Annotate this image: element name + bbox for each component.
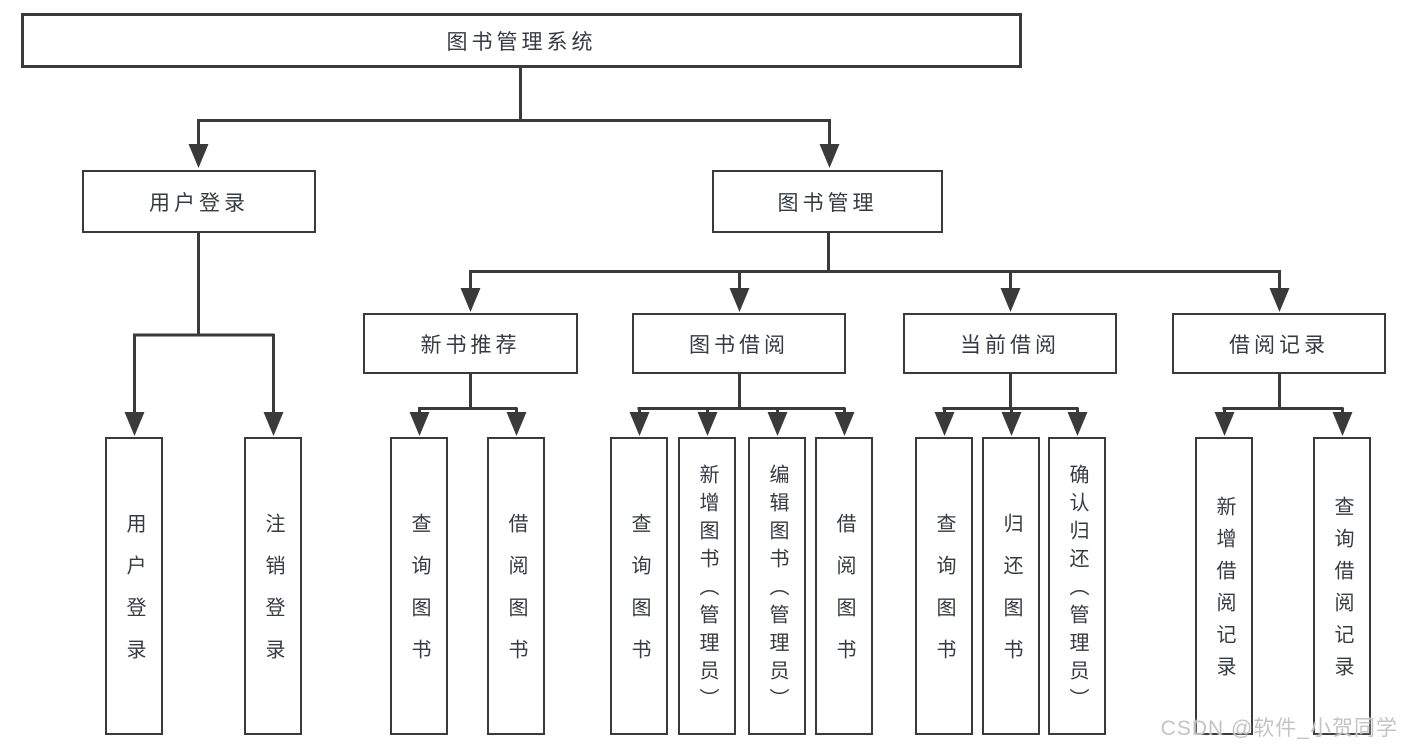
node-label: 确认归还（管理员）	[1066, 464, 1088, 716]
leaf-logout: 注销登录	[244, 437, 302, 735]
leaf-cb-confirm-return-admin: 确认归还（管理员）	[1048, 437, 1106, 735]
node-user-login: 用户登录	[82, 170, 316, 233]
node-label: 归还图书	[1000, 513, 1022, 681]
node-label: 查询借阅记录	[1331, 496, 1353, 688]
connector-borrowing-records-children	[1214, 374, 1353, 436]
leaf-nb-borrow-books: 借阅图书	[487, 437, 545, 735]
connector-new-book-children	[409, 374, 527, 436]
node-label: 当前借阅	[960, 333, 1060, 357]
leaf-br-add-record: 新增借阅记录	[1195, 437, 1253, 735]
node-label: 编辑图书（管理员）	[766, 464, 788, 716]
leaf-bb-edit-books-admin: 编辑图书（管理员）	[748, 437, 806, 735]
node-label: 查询图书	[628, 513, 650, 681]
connector-book-management-children	[460, 232, 1290, 312]
node-book-borrowing: 图书借阅	[632, 313, 846, 374]
node-new-book-recommend: 新书推荐	[363, 313, 578, 374]
leaf-cb-query-books: 查询图书	[915, 437, 973, 735]
leaf-nb-query-books: 查询图书	[390, 437, 448, 735]
leaf-user-login: 用户登录	[105, 437, 163, 735]
node-book-management: 图书管理	[712, 170, 943, 233]
node-label: 注销登录	[262, 513, 284, 681]
node-label: 借阅图书	[833, 513, 855, 681]
leaf-bb-borrow-books: 借阅图书	[815, 437, 873, 735]
leaf-br-query-record: 查询借阅记录	[1313, 437, 1371, 735]
node-library-management-system: 图书管理系统	[21, 13, 1022, 68]
leaf-bb-query-books: 查询图书	[610, 437, 668, 735]
node-label: 图书管理系统	[446, 30, 597, 54]
leaf-bb-add-books-admin: 新增图书（管理员）	[678, 437, 736, 735]
connector-book-borrowing-children	[629, 374, 855, 436]
node-label: 借阅记录	[1229, 333, 1329, 357]
connector-current-borrowing-children	[934, 374, 1088, 436]
node-label: 新增借阅记录	[1213, 496, 1235, 688]
node-label: 新书推荐	[420, 333, 521, 357]
node-label: 用户登录	[149, 191, 249, 215]
node-label: 新增图书（管理员）	[696, 464, 718, 716]
node-label: 查询图书	[408, 513, 430, 681]
connector-user-login-children	[124, 233, 284, 436]
node-label: 借阅图书	[505, 513, 527, 681]
node-label: 图书借阅	[689, 333, 789, 357]
node-borrowing-records: 借阅记录	[1172, 313, 1386, 374]
node-label: 查询图书	[933, 513, 955, 681]
node-label: 用户登录	[123, 513, 145, 681]
connector-root-children	[188, 68, 840, 168]
watermark: CSDN @软件_小贺同学	[1160, 717, 1398, 740]
leaf-cb-return-books: 归还图书	[982, 437, 1040, 735]
node-label: 图书管理	[777, 191, 878, 215]
node-current-borrowing: 当前借阅	[903, 313, 1117, 374]
